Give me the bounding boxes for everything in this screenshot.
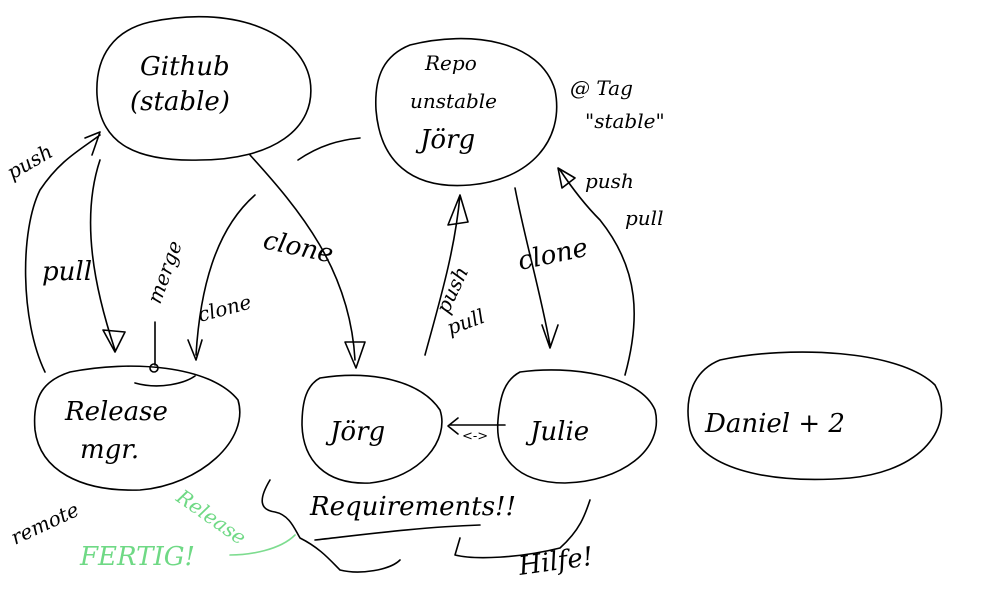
repo-label-2: unstable xyxy=(410,89,497,113)
note-hilfe: Hilfe! xyxy=(516,542,595,582)
edge-label-clone-joerg: clone xyxy=(261,226,336,270)
edge-release-push-github xyxy=(24,131,101,373)
note-remote: remote xyxy=(7,497,83,549)
julie-label: Julie xyxy=(525,417,589,447)
joerg-label: Jörg xyxy=(325,417,385,447)
edge-github-repo-line xyxy=(297,137,361,161)
repo-label-3: Jörg xyxy=(415,125,475,155)
github-label-2: (stable) xyxy=(130,87,230,117)
repo-node-outline xyxy=(374,37,558,187)
edge-label-julie-pull: pull xyxy=(625,206,663,230)
note-requirements: Requirements!! xyxy=(309,492,516,522)
edge-julie-pushpull-repo xyxy=(557,167,635,376)
edge-github-pull-release xyxy=(89,159,126,353)
edge-github-clone-release xyxy=(187,194,256,361)
fertig-bracket xyxy=(229,534,296,556)
tag-label-1: @ Tag xyxy=(570,76,633,100)
github-label-1: Github xyxy=(140,52,230,82)
edge-joerg-pushpull-repo xyxy=(424,194,469,356)
edge-label-merge: merge xyxy=(142,237,187,306)
edge-merge xyxy=(134,321,196,387)
edge-repo-clone-julie xyxy=(514,187,559,349)
edge-joerg-julie xyxy=(447,417,506,435)
joerg-node-outline xyxy=(301,374,443,484)
release-label-1: Release xyxy=(64,397,168,427)
repo-label-1: Repo xyxy=(424,51,477,75)
note-release-green: Release xyxy=(171,484,250,550)
hilfe-arrow xyxy=(454,499,591,559)
release-node-outline xyxy=(33,365,241,491)
github-node-outline xyxy=(96,15,312,161)
tag-label-2: "stable" xyxy=(585,109,665,133)
daniel-label: Daniel + 2 xyxy=(704,409,845,439)
daniel-node-outline xyxy=(687,351,943,481)
edge-label-pull: pull xyxy=(42,257,92,287)
edge-label-julie-push: push xyxy=(585,169,634,193)
release-label-2: mgr. xyxy=(80,435,139,465)
edge-github-clone-joerg xyxy=(249,154,366,369)
brace xyxy=(261,479,401,573)
requirements-underline xyxy=(314,524,481,541)
edge-label-joerg-julie: <-> xyxy=(462,429,488,444)
note-fertig-green: FERTIG! xyxy=(79,542,195,572)
julie-node-outline xyxy=(496,369,658,484)
